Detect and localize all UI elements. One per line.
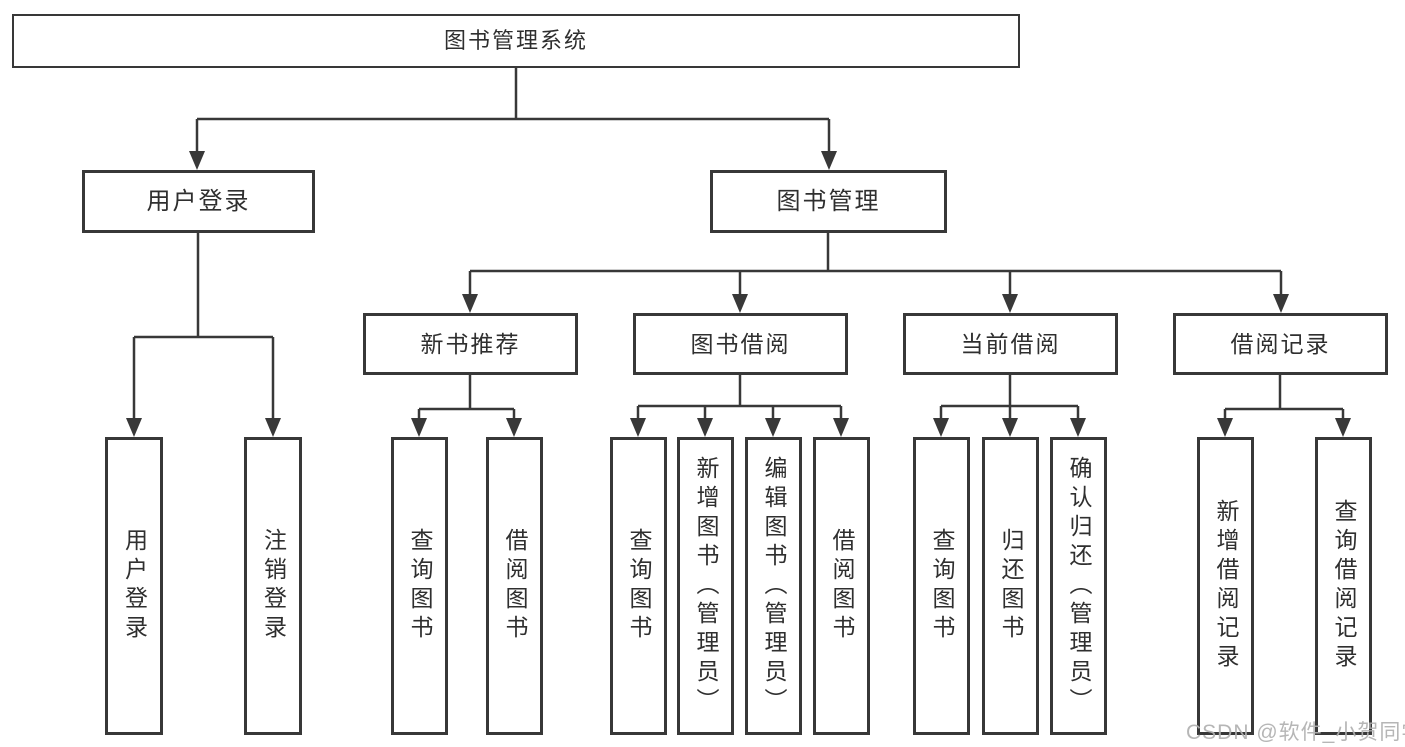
- node-leaf-borrow-books-1: 借阅图书: [486, 437, 543, 735]
- watermark: CSDN @软件_小贺同学: [1186, 721, 1405, 744]
- node-leaf-query-books-2: 查询图书: [610, 437, 667, 735]
- node-leaf-return-books: 归还图书: [982, 437, 1039, 735]
- node-leaf-logout: 注销登录: [244, 437, 302, 735]
- node-leaf-borrow-books-2: 借阅图书: [813, 437, 870, 735]
- node-leaf-add-borrow-record: 新增借阅记录: [1197, 437, 1254, 735]
- node-leaf-query-books-1: 查询图书: [391, 437, 448, 735]
- node-borrow-records: 借阅记录: [1173, 313, 1388, 375]
- node-root: 图书管理系统: [12, 14, 1020, 68]
- node-leaf-confirm-return-admin: 确认归还（管理员）: [1050, 437, 1107, 735]
- node-leaf-user-login: 用户登录: [105, 437, 163, 735]
- node-current-borrow: 当前借阅: [903, 313, 1118, 375]
- node-book-borrow: 图书借阅: [633, 313, 848, 375]
- node-leaf-query-books-3: 查询图书: [913, 437, 970, 735]
- node-leaf-add-books-admin: 新增图书（管理员）: [677, 437, 734, 735]
- node-book-management: 图书管理: [710, 170, 947, 233]
- node-leaf-edit-books-admin: 编辑图书（管理员）: [745, 437, 802, 735]
- node-user-login: 用户登录: [82, 170, 315, 233]
- node-new-book-recommend: 新书推荐: [363, 313, 578, 375]
- node-leaf-query-borrow-record: 查询借阅记录: [1315, 437, 1372, 735]
